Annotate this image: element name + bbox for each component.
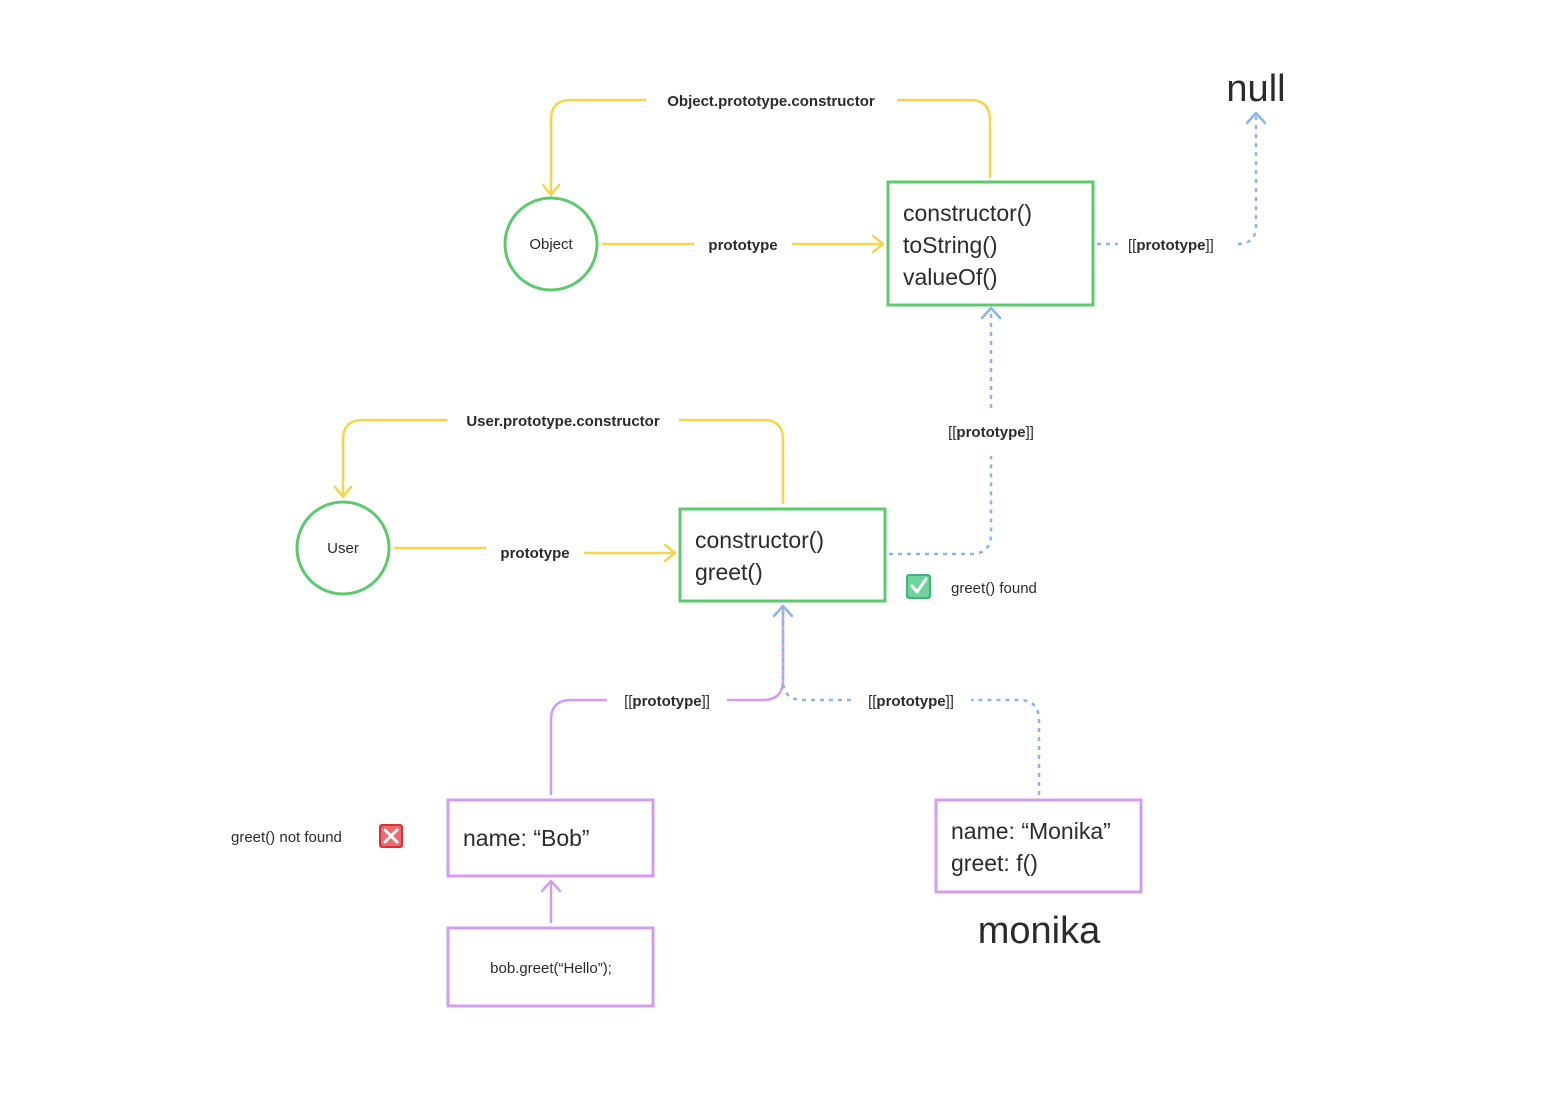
edge-object-proto-to-null: [[prototype]] [1097, 111, 1267, 254]
edge-label-bob-to-user-proto: [[prototype]] [624, 693, 710, 710]
edge-user-proto-constructor: User.prototype.constructor [333, 413, 785, 504]
null-label: null [1226, 68, 1285, 110]
edge-bob-to-user-proto: [[prototype]] [549, 608, 785, 795]
object-proto-line-3: valueOf() [903, 264, 998, 290]
monika-label: monika [978, 910, 1101, 952]
node-object-constructor: Object [503, 196, 599, 292]
edge-monika-to-user-proto: [[prototype]] [772, 604, 1041, 795]
monika-line-2: greet: f() [951, 850, 1038, 876]
node-user-constructor: User [295, 500, 391, 596]
edge-call-to-bob [540, 879, 562, 923]
node-label-object: Object [529, 236, 573, 253]
edge-label-user-proto-to-object-proto: [[prototype]] [948, 424, 1034, 441]
edge-label-user-proto-constructor: User.prototype.constructor [466, 413, 660, 430]
user-proto-line-1: constructor() [695, 527, 824, 553]
node-monika-object: name: “Monika” greet: f() [934, 798, 1143, 894]
node-call-box: bob.greet(“Hello”); [446, 926, 655, 1008]
call-text: bob.greet(“Hello”); [490, 960, 612, 977]
object-proto-line-1: constructor() [903, 200, 1032, 226]
edge-object-proto-constructor: Object.prototype.constructor [541, 93, 992, 197]
node-bob-object: name: “Bob” [446, 798, 655, 878]
user-proto-line-2: greet() [695, 559, 763, 585]
edge-label-monika-to-user-proto: [[prototype]] [868, 693, 954, 710]
not-found-text: greet() not found [231, 829, 342, 846]
cross-icon [379, 824, 403, 848]
edge-user-prototype: prototype [394, 543, 677, 563]
edge-label-object-proto-constructor: Object.prototype.constructor [667, 93, 875, 110]
edge-label-object-proto-to-null: [[prototype]] [1128, 237, 1214, 254]
object-proto-line-2: toString() [903, 232, 998, 258]
edge-object-prototype: prototype [602, 234, 885, 254]
found-text: greet() found [951, 580, 1037, 597]
node-user-prototype: constructor() greet() [678, 507, 887, 603]
edge-label-object-prototype: prototype [708, 237, 777, 254]
annotation-not-found: greet() not found [231, 824, 403, 848]
edge-label-user-prototype: prototype [500, 545, 569, 562]
annotation-found: greet() found [906, 574, 1037, 599]
check-icon [906, 574, 931, 599]
monika-line-1: name: “Monika” [951, 818, 1111, 844]
bob-line-1: name: “Bob” [463, 825, 590, 851]
node-label-user: User [327, 540, 359, 557]
edge-user-proto-to-object-proto: [[prototype]] [889, 306, 1034, 556]
node-object-prototype: constructor() toString() valueOf() [886, 180, 1095, 307]
